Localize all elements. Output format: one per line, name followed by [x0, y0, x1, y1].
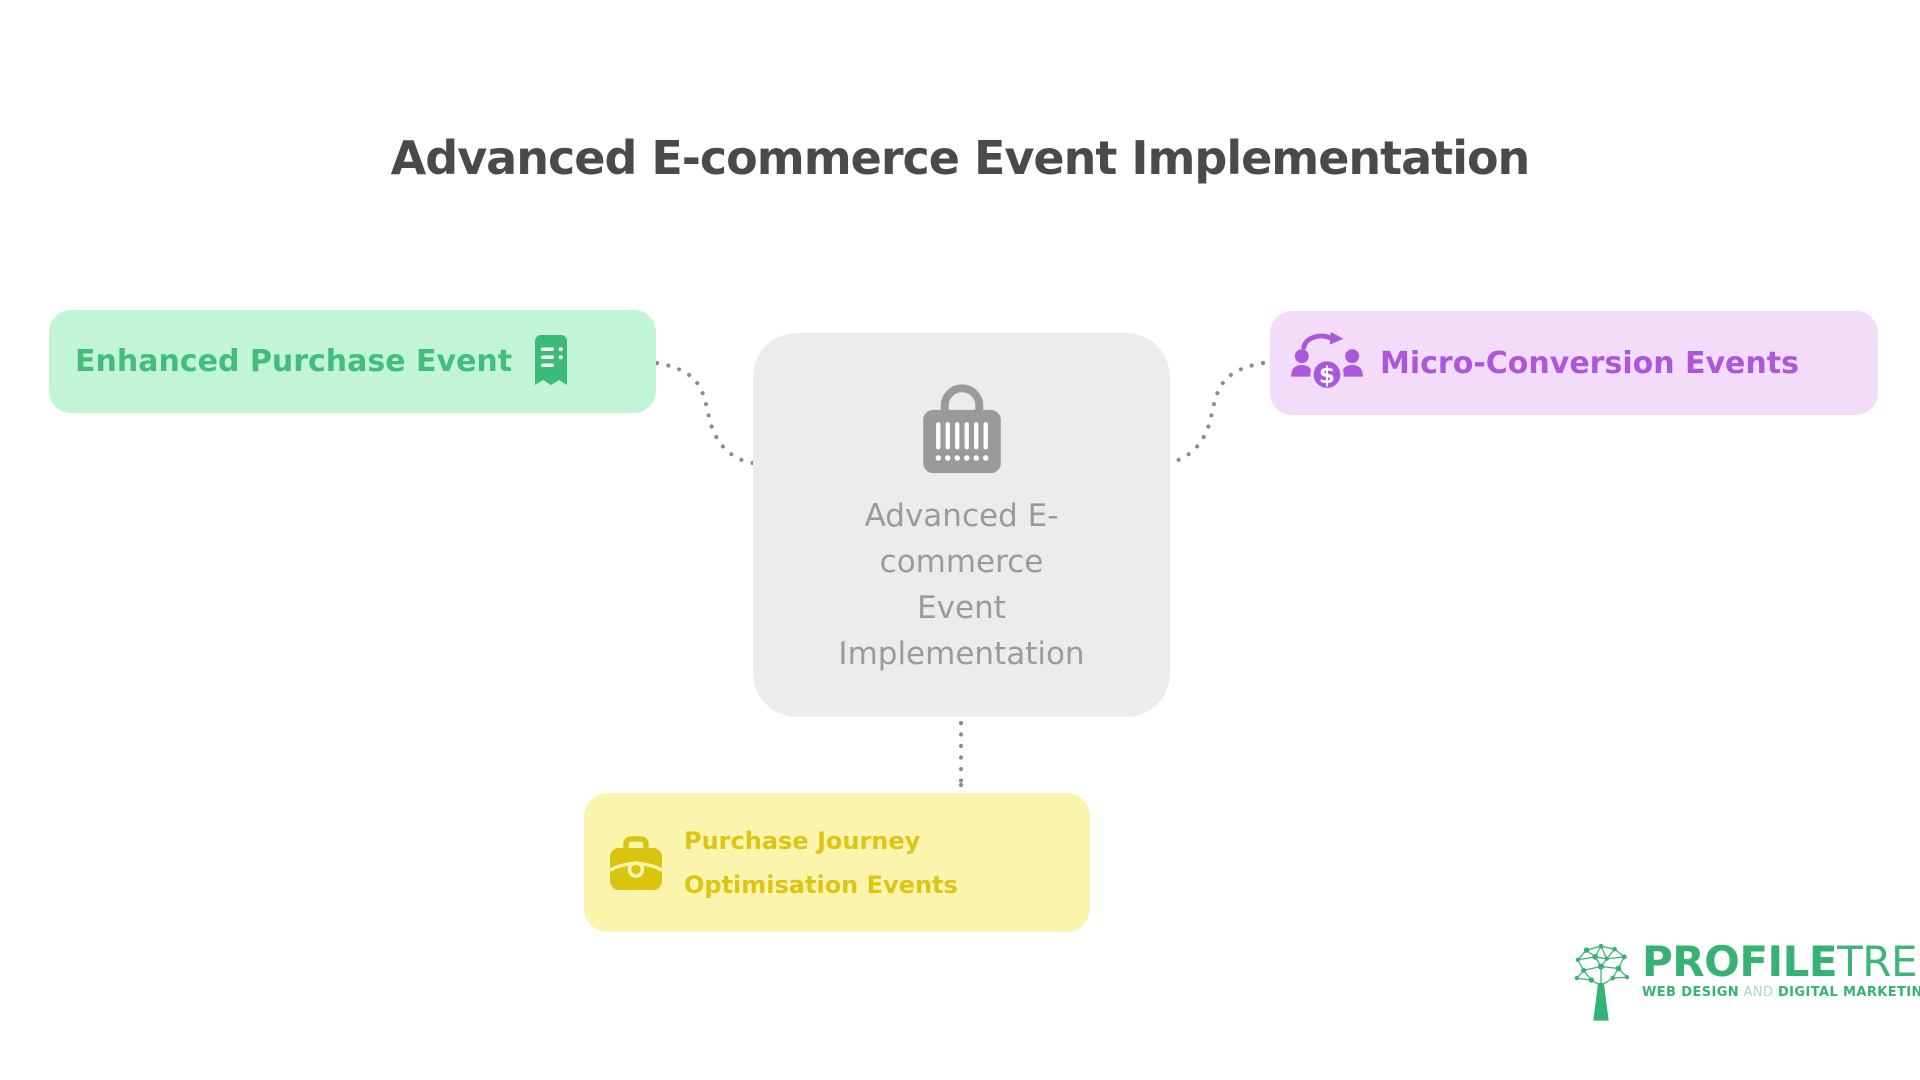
shopping-bag-barcode-icon [922, 384, 1001, 474]
briefcase-icon [609, 835, 663, 890]
center-node-label: Advanced E- commerce Event Implementatio… [838, 498, 1085, 672]
node-purchase-journey-events: Purchase Journey Optimisation Events [584, 793, 1090, 932]
connector-right [1164, 360, 1266, 466]
node-advanced-ecommerce-center: Advanced E- commerce Event Implementatio… [753, 333, 1170, 717]
profiletree-tree-icon [1574, 943, 1630, 1021]
page-title: Advanced E-commerce Event Implementation [390, 131, 1531, 185]
profiletree-logo: PROFILETREE WEB DESIGN AND DIGITAL MARKE… [1572, 940, 1920, 1024]
micro-conversion-label: Micro-Conversion Events [1380, 345, 1799, 381]
enhanced-purchase-label: Enhanced Purchase Event [75, 344, 513, 379]
money-conversion-icon: $ [1291, 332, 1363, 392]
receipt-icon [535, 334, 568, 385]
dollar-glyph: $ [1319, 362, 1335, 389]
node-micro-conversion-events: $ Micro-Conversion Events [1270, 311, 1878, 415]
logo-tree-text: TREE [1837, 937, 1920, 986]
logo-tagline: WEB DESIGN AND DIGITAL MARKETING [1642, 985, 1920, 1000]
logo-profile-text: PROFILE [1642, 937, 1838, 986]
profiletree-wordmark: PROFILETREE WEB DESIGN AND DIGITAL MARKE… [1642, 937, 1920, 1001]
purchase-journey-label: Purchase Journey Optimisation Events [684, 826, 958, 899]
connector-left [654, 360, 756, 466]
node-enhanced-purchase-event: Enhanced Purchase Event [49, 310, 656, 413]
